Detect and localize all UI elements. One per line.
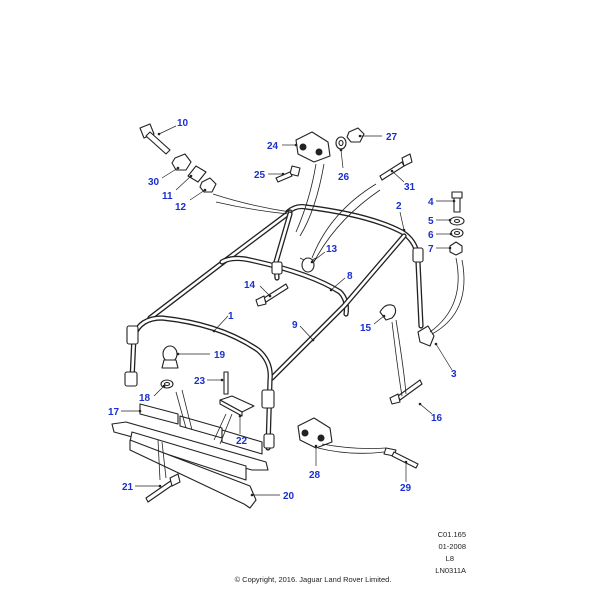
drawing-number: LN0311A — [435, 566, 466, 575]
eye-bolt-13-icon — [299, 257, 317, 273]
callout-15: 15 — [360, 323, 372, 334]
leader-lines — [121, 125, 456, 497]
callout-7: 7 — [428, 244, 434, 255]
plate-11-icon — [187, 165, 207, 183]
reference-model: L8 — [445, 554, 454, 563]
nut-7-icon — [449, 241, 463, 256]
clamp-28-icon — [297, 417, 333, 449]
callout-6: 6 — [428, 230, 434, 241]
washer-26-icon — [335, 136, 347, 150]
callout-17: 17 — [108, 407, 120, 418]
callout-23: 23 — [194, 376, 206, 387]
parts — [139, 123, 465, 503]
callout-21: 21 — [122, 482, 134, 493]
callout-27: 27 — [386, 132, 398, 143]
bolt-4-icon — [451, 191, 463, 213]
callout-31: 31 — [404, 182, 416, 193]
bracket-3-icon — [417, 325, 435, 347]
screw-25-icon — [275, 165, 301, 183]
callout-28: 28 — [309, 470, 321, 481]
copyright-notice: © Copyright, 2016. Jaguar Land Rover Lim… — [234, 575, 392, 584]
callout-11: 11 — [162, 191, 173, 202]
callout-2: 2 — [396, 201, 402, 212]
reference-code: C01.165 — [437, 530, 466, 539]
callout-3: 3 — [451, 369, 457, 380]
plate-22-icon — [219, 395, 255, 417]
callout-18: 18 — [139, 393, 151, 404]
clamp-19-icon — [161, 345, 179, 369]
callout-9: 9 — [292, 320, 298, 331]
washer-5-icon — [449, 216, 465, 226]
callout-24: 24 — [267, 141, 279, 152]
pin-31-icon — [379, 153, 413, 181]
callout-10: 10 — [177, 118, 189, 129]
stud-14-icon — [255, 283, 289, 307]
guide-lines — [157, 163, 465, 481]
bolt-23-icon — [223, 371, 229, 395]
reference-date: 01-2008 — [438, 542, 466, 551]
callout-13: 13 — [326, 244, 338, 255]
callout-4: 4 — [428, 197, 434, 208]
callout-30: 30 — [148, 177, 160, 188]
callout-29: 29 — [400, 483, 412, 494]
callout-19: 19 — [214, 350, 226, 361]
nut-30-icon — [171, 153, 192, 171]
bolt-10-icon — [139, 123, 171, 155]
hood-frame — [124, 203, 424, 451]
callout-20: 20 — [283, 491, 295, 502]
stud-21-icon — [145, 473, 181, 503]
callout-14: 14 — [244, 280, 256, 291]
callout-25: 25 — [254, 170, 266, 181]
callout-8: 8 — [347, 271, 353, 282]
nut-12-icon — [199, 177, 217, 193]
callout-12: 12 — [175, 202, 187, 213]
pin-29-icon — [383, 447, 419, 469]
nut-27-icon — [346, 127, 365, 143]
washer-6-icon — [450, 228, 464, 238]
callout-5: 5 — [428, 216, 434, 227]
stud-16-icon — [389, 379, 423, 405]
side-rails — [111, 403, 269, 509]
callout-1: 1 — [228, 311, 234, 322]
callout-16: 16 — [431, 413, 443, 424]
callout-labels: 1 2 3 4 5 6 7 8 9 10 11 12 13 14 15 16 1… — [108, 118, 457, 502]
callout-26: 26 — [338, 172, 350, 183]
callout-22: 22 — [236, 436, 248, 447]
clamp-24-icon — [295, 131, 331, 163]
